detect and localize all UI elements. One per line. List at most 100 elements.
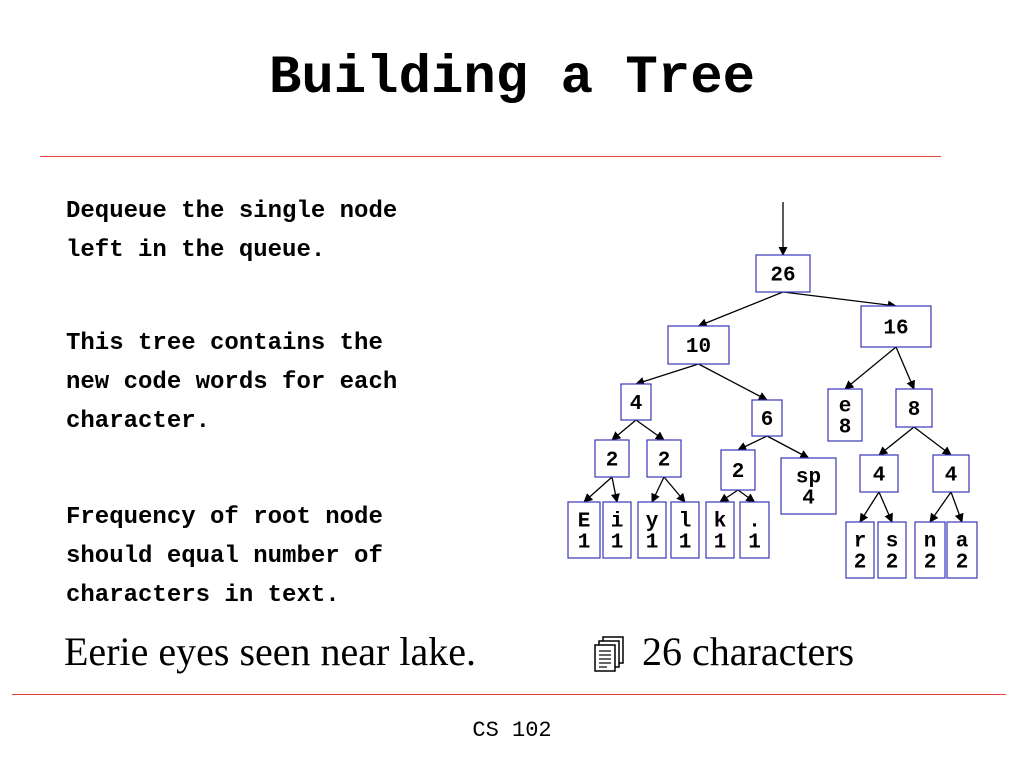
tree-node-box [827,388,863,442]
tree-node-label: 8 [839,417,852,440]
tree-node-label: s [886,531,899,554]
tree-edge-n6-nsp [766,435,810,459]
tree-node-box [670,501,700,559]
tree-edge-n4b-nr [859,491,880,523]
tree-node-n4a: 4 [620,383,652,421]
tree-node-box [895,388,933,428]
bullet-dequeue: Dequeue the single node left in the queu… [66,198,398,264]
tree-node-ni: i1 [602,501,632,559]
tree-node-ndot: .1 [739,501,770,559]
tree-node-box [877,521,907,579]
tree-node-label: 26 [770,265,795,288]
tree-node-label: e [839,396,852,419]
tree-edges [583,202,964,523]
tree-node-label: r [854,531,867,554]
tree-node-label: 2 [658,450,671,473]
slide-title: Building a Tree [268,48,756,109]
tree-edge-n2b-ny [651,476,665,503]
tree-edge-n8-n4c [913,426,952,456]
tree-node-label: 1 [578,532,591,555]
tree-node-box [567,501,601,559]
tree-edge-n4a-n2b [635,419,665,441]
tree-node-box [637,501,667,559]
tree-node-label: a [956,531,969,554]
tree-node-label: 2 [956,552,969,575]
tree-node-label: 2 [732,461,745,484]
tree-node-box [620,383,652,421]
tree-node-label: y [646,511,659,534]
tree-node-label: 1 [748,532,761,555]
sample-text: Eerie eyes seen near lake. [64,629,476,674]
tree-node-label: 6 [761,409,774,432]
tree-edge-n10-n4a [635,363,699,386]
tree-edge-n4b-ns [878,491,893,523]
tree-node-label: l [679,511,692,534]
tree-node-label: 1 [714,532,727,555]
tree-node-label: 4 [873,465,886,488]
tree-node-ne: e8 [827,388,863,442]
tree-node-label: 4 [945,465,958,488]
tree-node-label: n [924,531,937,554]
tree-node-n26: 26 [755,254,811,293]
top-divider [40,156,941,157]
tree-edge-n2a-ni [610,476,620,503]
tree-node-label: E [578,511,591,534]
tree-node-label: 16 [883,318,908,341]
tree-node-n16: 16 [860,305,932,348]
tree-node-nsp: sp4 [780,457,837,515]
tree-edge-n6-n2c [737,435,768,451]
tree-node-n2c: 2 [720,449,756,491]
tree-node-box [860,305,932,348]
tree-node-nl: l1 [670,501,700,559]
tree-edge-n2c-nk [719,489,739,503]
tree-edge-n8-n4b [878,426,915,456]
tree-node-ny: y1 [637,501,667,559]
tree-node-box [594,439,630,478]
tree-node-box [720,449,756,491]
tree-node-n4b: 4 [859,454,899,493]
tree-node-n4c: 4 [932,454,970,493]
tree-node-label: 2 [886,552,899,575]
tree-edge-n16-ne [844,346,897,390]
tree-node-n10: 10 [667,325,730,365]
tree-edge-n26-n16 [782,291,897,310]
tree-node-box [946,521,978,579]
tree-node-label: sp [796,467,821,490]
tree-node-box [705,501,735,559]
document-icon [590,634,630,679]
tree-node-box [667,325,730,365]
tree-node-na: a2 [946,521,978,579]
tree-node-label: 1 [679,532,692,555]
tree-node-label: k [714,511,727,534]
bottom-divider [12,694,1006,695]
bullet-code-words: This tree contains the new code words fo… [66,330,398,435]
tree-node-n2a: 2 [594,439,630,478]
tree-node-nk: k1 [705,501,735,559]
tree-edge-n4a-n2a [611,419,637,441]
tree-node-n8: 8 [895,388,933,428]
bullet-root-frequency: Frequency of root node should equal numb… [66,504,383,609]
tree-node-box [845,521,875,579]
tree-node-label: i [611,511,624,534]
tree-node-label: . [748,511,761,534]
tree-node-box [932,454,970,493]
tree-node-label: 4 [802,488,815,511]
tree-edge-n2b-nl [663,476,686,503]
tree-edge-n2a-nE [583,476,613,503]
tree-node-n2b: 2 [646,439,682,478]
tree-node-label: 2 [924,552,937,575]
tree-node-label: 2 [606,450,619,473]
tree-node-ns: s2 [877,521,907,579]
tree-edge-n16-n8 [895,346,915,390]
tree-node-label: 1 [646,532,659,555]
tree-node-box [602,501,632,559]
character-count: 26 characters [642,629,855,674]
tree-node-box [739,501,770,559]
tree-edge-n2c-ndot [737,489,756,503]
tree-node-nn: n2 [914,521,946,579]
tree-node-box [780,457,837,515]
tree-node-label: 2 [854,552,867,575]
tree-edge-n26-n10 [697,291,784,328]
